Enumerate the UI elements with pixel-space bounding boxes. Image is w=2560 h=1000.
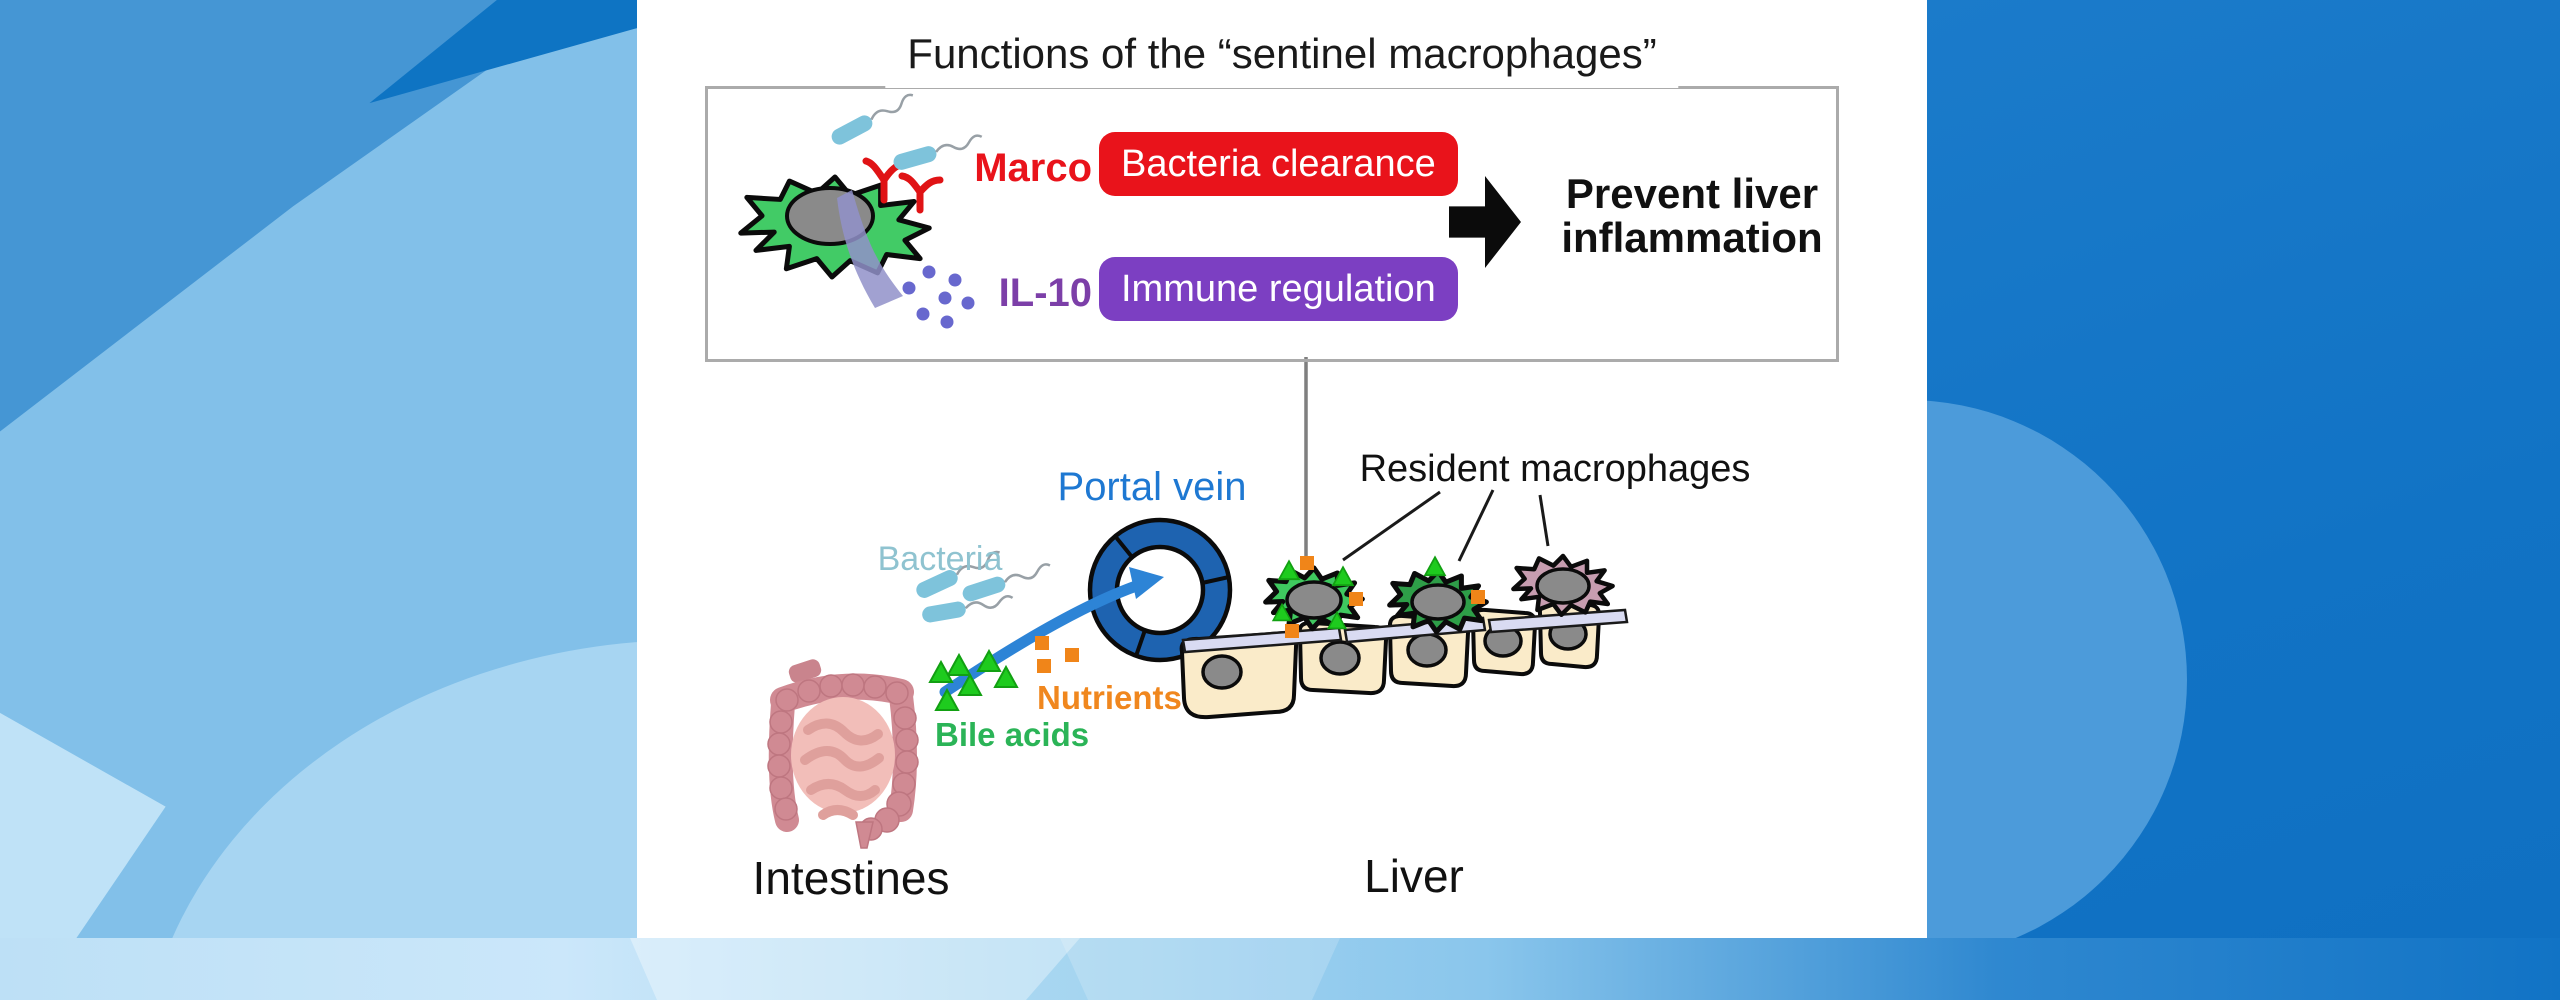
- immune-regulation-pill: Immune regulation: [1099, 257, 1458, 321]
- resident-macrophage-3: [1511, 554, 1615, 617]
- bacteria-label: Bacteria: [877, 540, 1003, 578]
- liver-label: Liver: [1364, 850, 1464, 902]
- portal-vein-icon: [1087, 517, 1233, 663]
- diagram-canvas: [637, 88, 1629, 849]
- leader-lines: [1342, 489, 1550, 562]
- outcome-line1: Prevent liver: [1565, 170, 1819, 217]
- portal-vein-label: Portal vein: [1057, 465, 1247, 509]
- bacteria-clearance-pill: Bacteria clearance: [1099, 132, 1458, 196]
- resident-macrophage-1: [1263, 556, 1365, 638]
- outcome-text: Prevent liver inflammation: [1537, 170, 1847, 262]
- background-left: [0, 0, 637, 938]
- resident-macrophage-2: [1387, 556, 1489, 634]
- nutrient-icons: [1035, 636, 1079, 673]
- resident-macrophages-label: Resident macrophages: [1359, 448, 1751, 490]
- outcome-line2: inflammation: [1561, 214, 1823, 262]
- portal-flow-arrow-icon: [939, 567, 1164, 698]
- background-facet: [630, 938, 1080, 1000]
- background-facet: [1060, 938, 1340, 1000]
- background-bottom-band: [0, 938, 2560, 1000]
- bile-acids-label: Bile acids: [935, 716, 1090, 753]
- figure-title: Functions of the “sentinel macrophages”: [885, 30, 1679, 88]
- nutrients-label: Nutrients: [1037, 679, 1182, 716]
- background-right: [1927, 0, 2560, 938]
- il10-molecules-icon: [902, 265, 975, 329]
- intestines-label: Intestines: [752, 852, 950, 904]
- marco-label: Marco: [974, 146, 1092, 190]
- sentinel-macrophage-illustration: [741, 88, 986, 329]
- il10-label: IL-10: [998, 271, 1092, 315]
- background-facet: [140, 640, 637, 938]
- intestines-icon: [767, 659, 919, 849]
- background-circle: [1927, 400, 2187, 938]
- figure-panel: Functions of the “sentinel macrophages” …: [637, 0, 1927, 938]
- il10-secretion-ribbon-icon: [837, 190, 903, 308]
